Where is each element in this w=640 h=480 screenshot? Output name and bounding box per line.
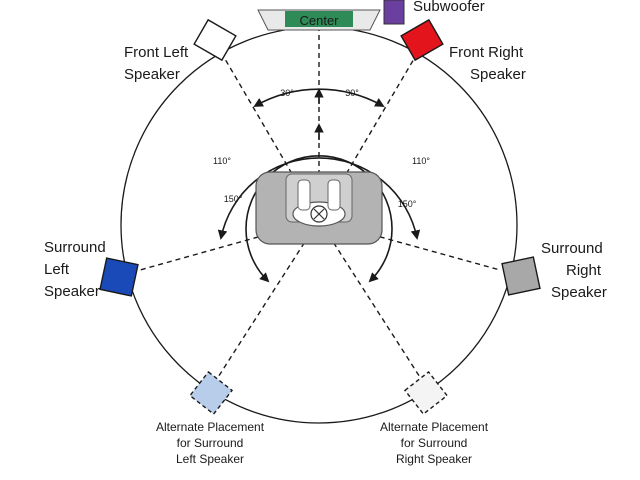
angle-label-surround-left: 110° <box>213 156 231 166</box>
angle-label-alt-left: 150° <box>224 194 243 204</box>
alt-right-line <box>318 219 426 386</box>
front-right-label-line2: Speaker <box>470 66 526 83</box>
front-left-line <box>217 46 320 221</box>
alt-right-label-line1: Alternate Placement <box>380 420 489 434</box>
alt-left-label-line1: Alternate Placement <box>156 420 265 434</box>
listener-couch <box>255 171 383 245</box>
angle-label-surround-right: 110° <box>412 156 430 166</box>
center-speaker <box>257 9 381 31</box>
surround-left-label-line2: Left <box>44 261 70 278</box>
center-box <box>285 11 353 27</box>
front-right-speaker <box>400 18 444 62</box>
angle-arc-150 <box>245 155 393 283</box>
front-left-label-line1: Front Left <box>124 44 189 61</box>
angle-label-front-left: 30° <box>280 88 294 98</box>
front-right-label-line1: Front Right <box>449 44 524 61</box>
surround-right-label-line3: Speaker <box>551 284 607 301</box>
listener-arm-left <box>297 179 311 211</box>
angle-label-front-right: 30° <box>345 88 359 98</box>
front-right-line <box>318 46 422 221</box>
surround-left-label-line3: Speaker <box>44 283 100 300</box>
alt-left-label-line3: Left Speaker <box>176 452 244 466</box>
center-label: Center <box>299 13 339 28</box>
surround-right-speaker <box>501 256 541 296</box>
surround-left-label-line1: Surround <box>44 239 106 256</box>
surround-right-label-line2: Right <box>566 262 602 279</box>
subwoofer-box <box>383 0 405 25</box>
front-left-label-line2: Speaker <box>124 66 180 83</box>
angle-arc-110 <box>217 157 421 240</box>
alternate-right-speaker <box>403 370 449 416</box>
alt-left-line <box>212 219 320 386</box>
listener-arm-right <box>327 179 341 211</box>
alternate-left-speaker <box>188 370 234 416</box>
alt-right-label-line3: Right Speaker <box>396 452 472 466</box>
alt-left-label-line2: for Surround <box>177 436 244 450</box>
angle-label-alt-right: 150° <box>398 199 417 209</box>
front-left-speaker <box>193 18 237 62</box>
surround-left-speaker <box>99 257 139 297</box>
alt-right-label-line2: for Surround <box>401 436 468 450</box>
surround-right-label-line1: Surround <box>541 240 603 257</box>
subwoofer-label: Subwoofer <box>413 0 485 15</box>
